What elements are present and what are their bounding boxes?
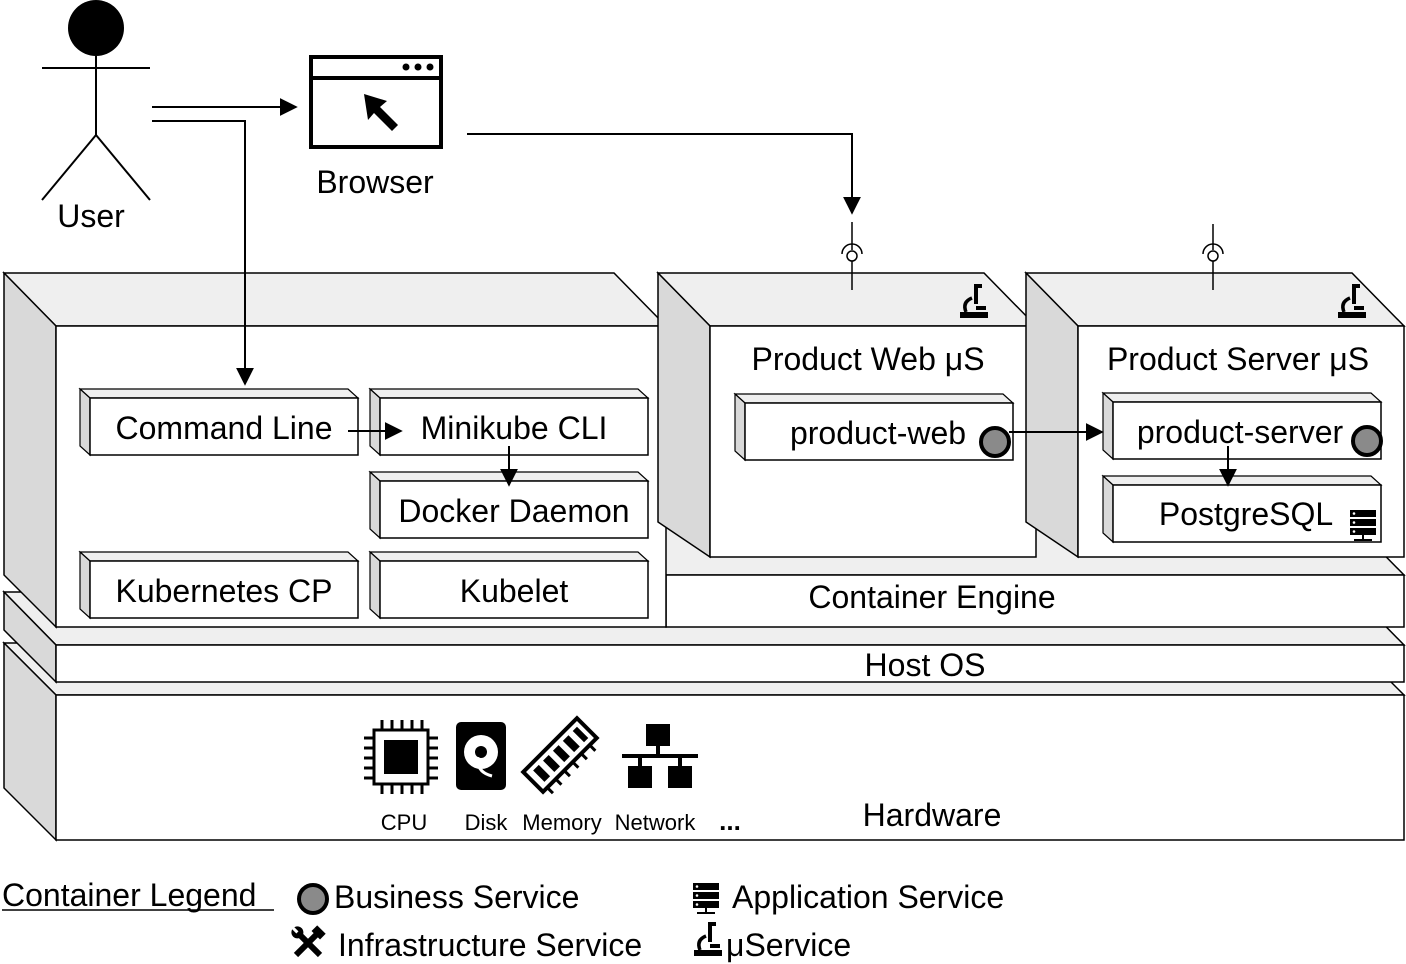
minikube-cli-box: Minikube CLI	[370, 389, 648, 455]
command-line-label: Command Line	[116, 410, 333, 446]
hardware-item-label: Disk	[465, 810, 509, 835]
cpu-icon	[364, 720, 438, 794]
product-server-label: product-server	[1137, 414, 1344, 450]
legend-infrastructure-service: Infrastructure Service	[338, 927, 642, 963]
business-service-icon	[299, 885, 327, 913]
command-line-box: Command Line	[80, 389, 358, 455]
hardware-item-label: Memory	[522, 810, 601, 835]
user-actor: User	[42, 0, 150, 234]
kubernetes-cp-label: Kubernetes CP	[115, 573, 332, 609]
hardware-label: Hardware	[863, 797, 1002, 833]
postgresql-label: PostgreSQL	[1159, 496, 1333, 532]
legend-microservice: μService	[726, 927, 851, 963]
container-engine-label: Container Engine	[808, 579, 1055, 615]
hardware-item-label: CPU	[381, 810, 427, 835]
docker-daemon-label: Docker Daemon	[398, 493, 629, 529]
product-server-title: Product Server μS	[1107, 341, 1369, 377]
kubelet-box: Kubelet	[370, 552, 648, 618]
product-server-box: product-server	[1103, 393, 1381, 459]
hardware-item-label: Network	[615, 810, 697, 835]
application-service-icon	[693, 883, 719, 913]
legend-title: Container Legend	[2, 877, 256, 913]
business-service-icon	[1353, 427, 1381, 455]
microservice-icon	[694, 922, 722, 956]
infrastructure-service-icon	[288, 923, 325, 959]
kubernetes-cp-box: Kubernetes CP	[80, 552, 358, 618]
hardware-item-label: ...	[719, 806, 741, 836]
browser-icon	[311, 57, 441, 147]
user-label: User	[57, 198, 125, 234]
kubelet-label: Kubelet	[460, 573, 569, 609]
host-os-label: Host OS	[865, 647, 986, 683]
product-web-label: product-web	[790, 415, 966, 451]
minikube-cli-label: Minikube CLI	[421, 410, 608, 446]
disk-icon	[456, 722, 506, 790]
browser-to-product-web-arrow	[467, 134, 852, 213]
product-web-title: Product Web μS	[751, 341, 984, 377]
legend-business-service: Business Service	[334, 879, 579, 915]
postgresql-box: PostgreSQL	[1103, 476, 1381, 542]
product-web-box: product-web	[735, 394, 1013, 460]
container-legend: Container Legend Business Service Applic…	[2, 877, 1004, 963]
legend-application-service: Application Service	[732, 879, 1004, 915]
browser-label: Browser	[316, 164, 434, 200]
business-service-icon	[981, 428, 1009, 456]
